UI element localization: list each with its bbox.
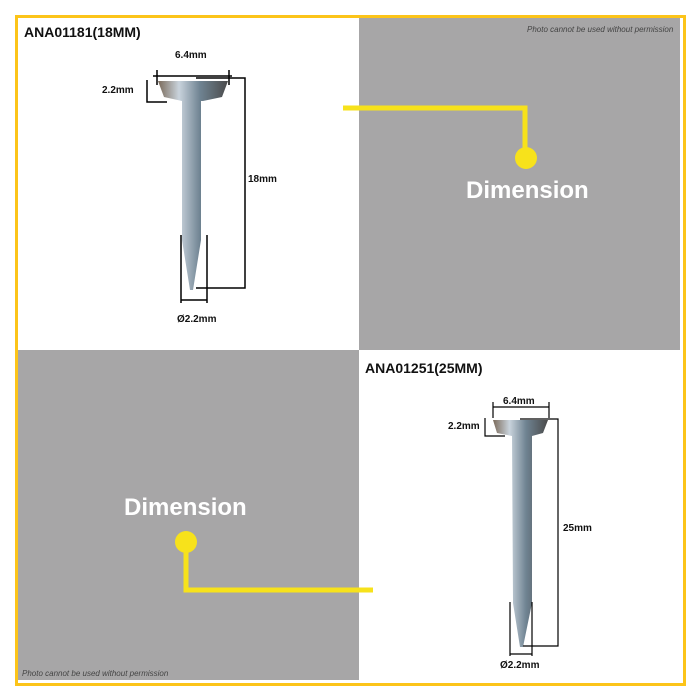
head-height-label-18mm: 2.2mm <box>102 85 134 96</box>
head-height-label-25mm: 2.2mm <box>448 421 480 432</box>
head-width-label-18mm: 6.4mm <box>175 50 207 61</box>
dimension-callout-top: Dimension <box>466 177 589 204</box>
connector-line-bottom <box>175 531 373 593</box>
length-label-25mm: 25mm <box>563 523 592 534</box>
length-label-18mm: 18mm <box>248 174 277 185</box>
watermark-bottom: Photo cannot be used without permission <box>22 669 169 678</box>
dimension-panel-top <box>359 18 680 350</box>
product-title-25mm: ANA01251(25MM) <box>365 360 483 376</box>
connector-line-top <box>343 105 537 169</box>
dimension-callout-bottom: Dimension <box>124 494 247 521</box>
nail-18mm-image <box>146 70 246 303</box>
head-width-label-25mm: 6.4mm <box>503 396 535 407</box>
diameter-label-18mm: Ø2.2mm <box>177 314 217 325</box>
watermark-top: Photo cannot be used without permission <box>527 25 674 34</box>
diameter-label-25mm: Ø2.2mm <box>500 660 540 671</box>
dimension-panel-bottom <box>18 350 359 680</box>
product-title-18mm: ANA01181(18MM) <box>24 24 141 40</box>
nail-25mm-image <box>484 402 559 656</box>
